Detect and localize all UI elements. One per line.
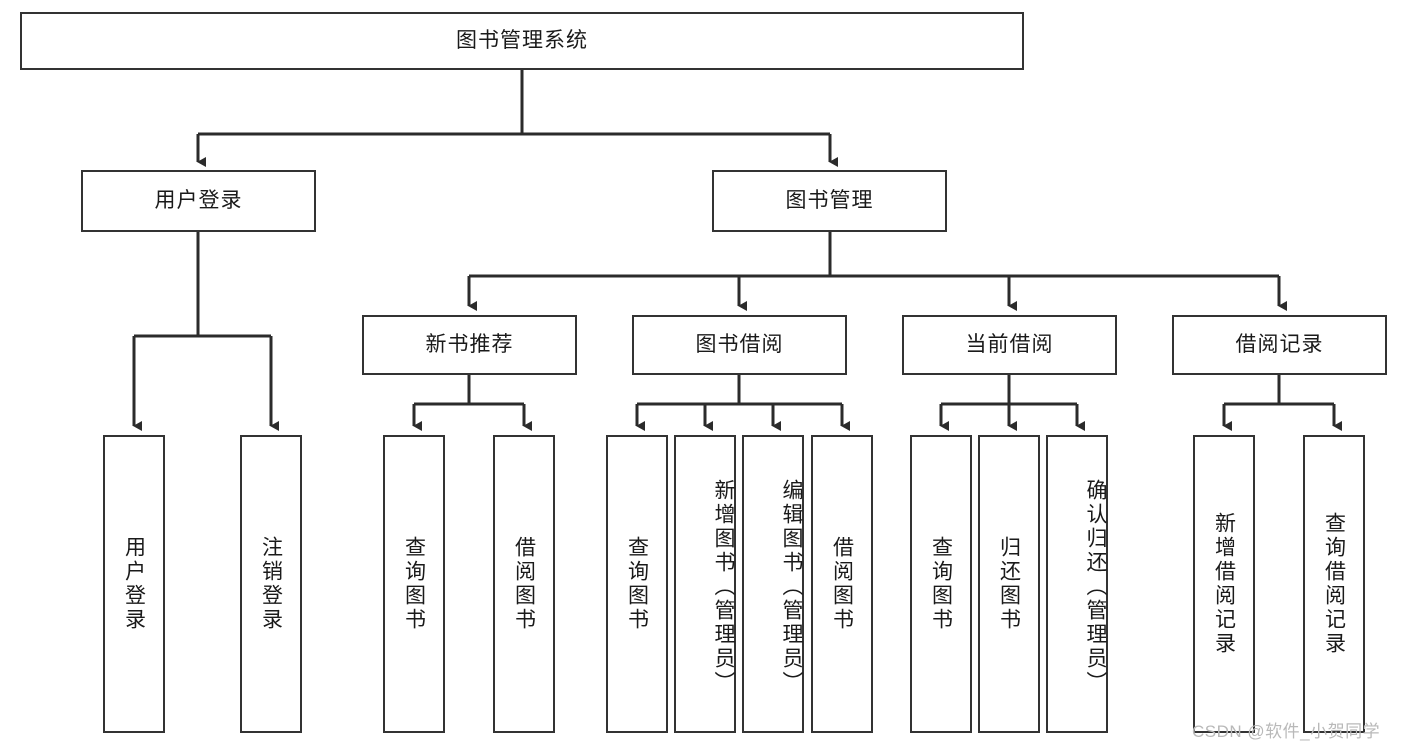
leaf-query-record-label: 查询借阅记录 — [1322, 512, 1346, 656]
leaf-borrow-book-2-label: 借阅图书 — [830, 536, 854, 632]
leaf-user-login[interactable]: 用户登录 — [103, 435, 165, 733]
node-new-book-recommend[interactable]: 新书推荐 — [362, 315, 577, 375]
leaf-confirm-return-label: 确认归还（管理员） — [1084, 479, 1107, 695]
leaf-query-book-2[interactable]: 查询图书 — [606, 435, 668, 733]
node-current-borrow-label: 当前借阅 — [965, 333, 1054, 357]
leaf-borrow-book-2[interactable]: 借阅图书 — [811, 435, 873, 733]
node-root-label: 图书管理系统 — [456, 29, 588, 53]
node-root[interactable]: 图书管理系统 — [20, 12, 1024, 70]
node-book-borrow-label: 图书借阅 — [695, 333, 784, 357]
leaf-user-login-label: 用户登录 — [122, 536, 146, 632]
leaf-add-record-label: 新增借阅记录 — [1212, 512, 1236, 656]
leaf-query-book-1[interactable]: 查询图书 — [383, 435, 445, 733]
leaf-edit-book[interactable]: 编辑图书（管理员） — [742, 435, 804, 733]
leaf-query-record[interactable]: 查询借阅记录 — [1303, 435, 1365, 733]
leaf-borrow-book-1-label: 借阅图书 — [512, 536, 536, 632]
node-user-login-label: 用户登录 — [154, 189, 243, 213]
node-borrow-record[interactable]: 借阅记录 — [1172, 315, 1387, 375]
leaf-logout-label: 注销登录 — [259, 536, 283, 632]
leaf-borrow-book-1[interactable]: 借阅图书 — [493, 435, 555, 733]
leaf-edit-book-label: 编辑图书（管理员） — [780, 479, 803, 695]
node-user-login[interactable]: 用户登录 — [81, 170, 316, 232]
leaf-return-book[interactable]: 归还图书 — [978, 435, 1040, 733]
leaf-query-book-3[interactable]: 查询图书 — [910, 435, 972, 733]
node-book-management-label: 图书管理 — [785, 189, 874, 213]
leaf-query-book-1-label: 查询图书 — [402, 536, 426, 632]
csdn-watermark: CSDN @软件_小贺同学 — [1192, 722, 1381, 741]
node-borrow-record-label: 借阅记录 — [1235, 333, 1324, 357]
node-book-management[interactable]: 图书管理 — [712, 170, 947, 232]
leaf-return-book-label: 归还图书 — [997, 536, 1021, 632]
leaf-add-record[interactable]: 新增借阅记录 — [1193, 435, 1255, 733]
leaf-add-book-label: 新增图书（管理员） — [712, 479, 735, 695]
node-book-borrow[interactable]: 图书借阅 — [632, 315, 847, 375]
node-new-book-recommend-label: 新书推荐 — [425, 333, 514, 357]
leaf-logout[interactable]: 注销登录 — [240, 435, 302, 733]
leaf-confirm-return[interactable]: 确认归还（管理员） — [1046, 435, 1108, 733]
leaf-query-book-3-label: 查询图书 — [929, 536, 953, 632]
leaf-query-book-2-label: 查询图书 — [625, 536, 649, 632]
leaf-add-book[interactable]: 新增图书（管理员） — [674, 435, 736, 733]
node-current-borrow[interactable]: 当前借阅 — [902, 315, 1117, 375]
